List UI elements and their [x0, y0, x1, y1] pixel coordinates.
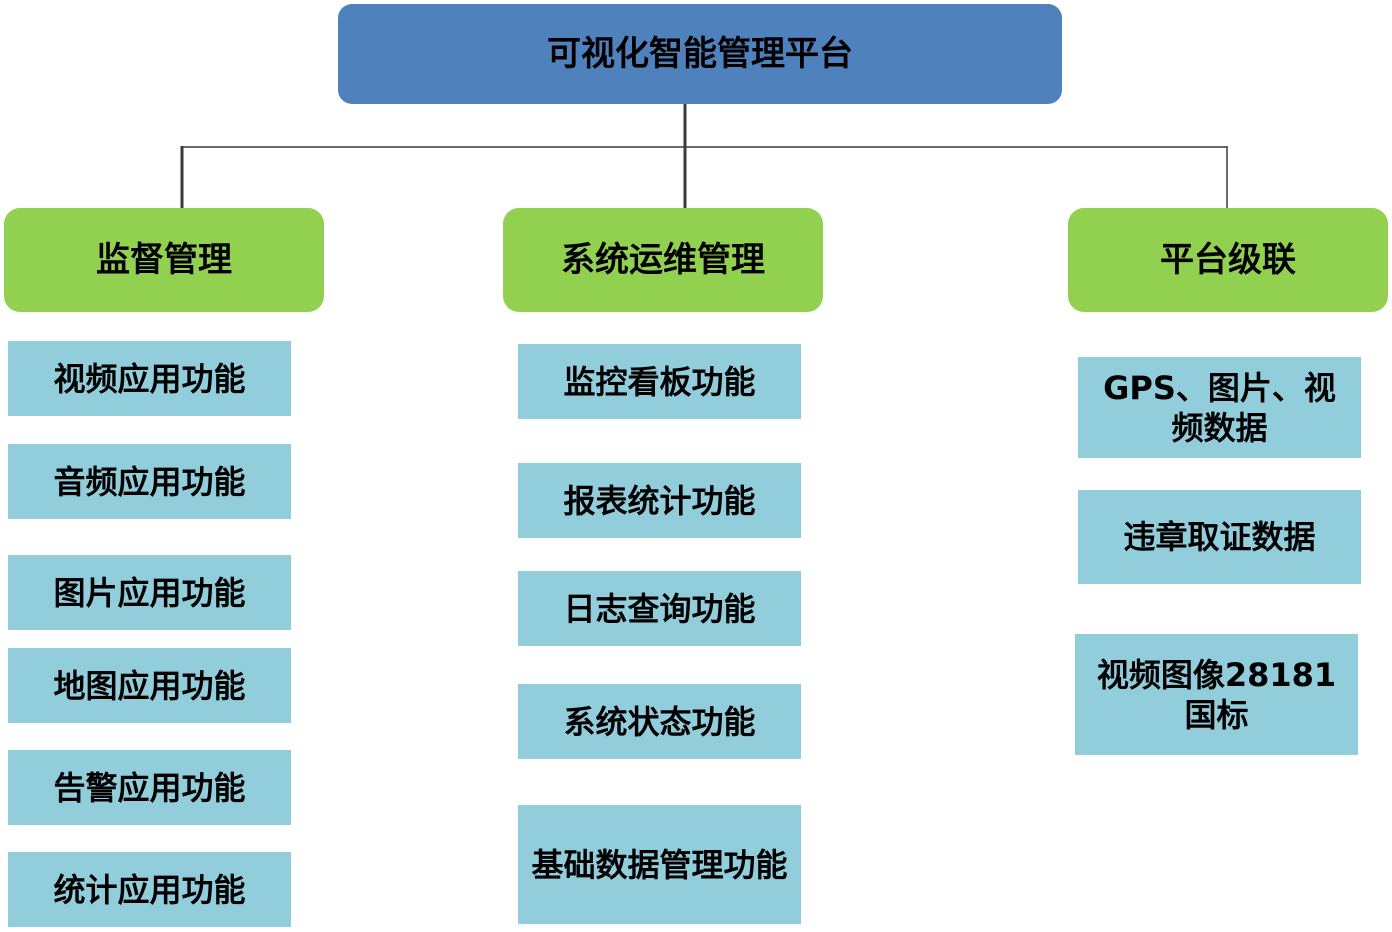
leaf-node-audio-app: 音频应用功能 [8, 444, 291, 519]
category-node-cascade: 平台级联 [1068, 208, 1388, 312]
leaf-node-stats-app: 统计应用功能 [8, 852, 291, 927]
root-node: 可视化智能管理平台 [338, 4, 1062, 104]
leaf-node-video-app: 视频应用功能 [8, 341, 291, 416]
category-node-supervision: 监督管理 [4, 208, 324, 312]
category-node-ops: 系统运维管理 [503, 208, 823, 312]
leaf-node-map-app: 地图应用功能 [8, 648, 291, 723]
leaf-node-alarm-app: 告警应用功能 [8, 750, 291, 825]
leaf-node-dashboard: 监控看板功能 [518, 344, 801, 419]
leaf-node-violation-evidence: 违章取证数据 [1078, 490, 1361, 584]
leaf-node-log-query: 日志查询功能 [518, 571, 801, 646]
leaf-node-gps-image-video: GPS、图片、视频数据 [1078, 357, 1361, 458]
leaf-node-system-status: 系统状态功能 [518, 684, 801, 759]
leaf-node-base-data-mgmt: 基础数据管理功能 [518, 805, 801, 924]
leaf-node-image-app: 图片应用功能 [8, 555, 291, 630]
leaf-node-gb28181-video: 视频图像28181国标 [1075, 634, 1358, 755]
leaf-node-report-stats: 报表统计功能 [518, 463, 801, 538]
